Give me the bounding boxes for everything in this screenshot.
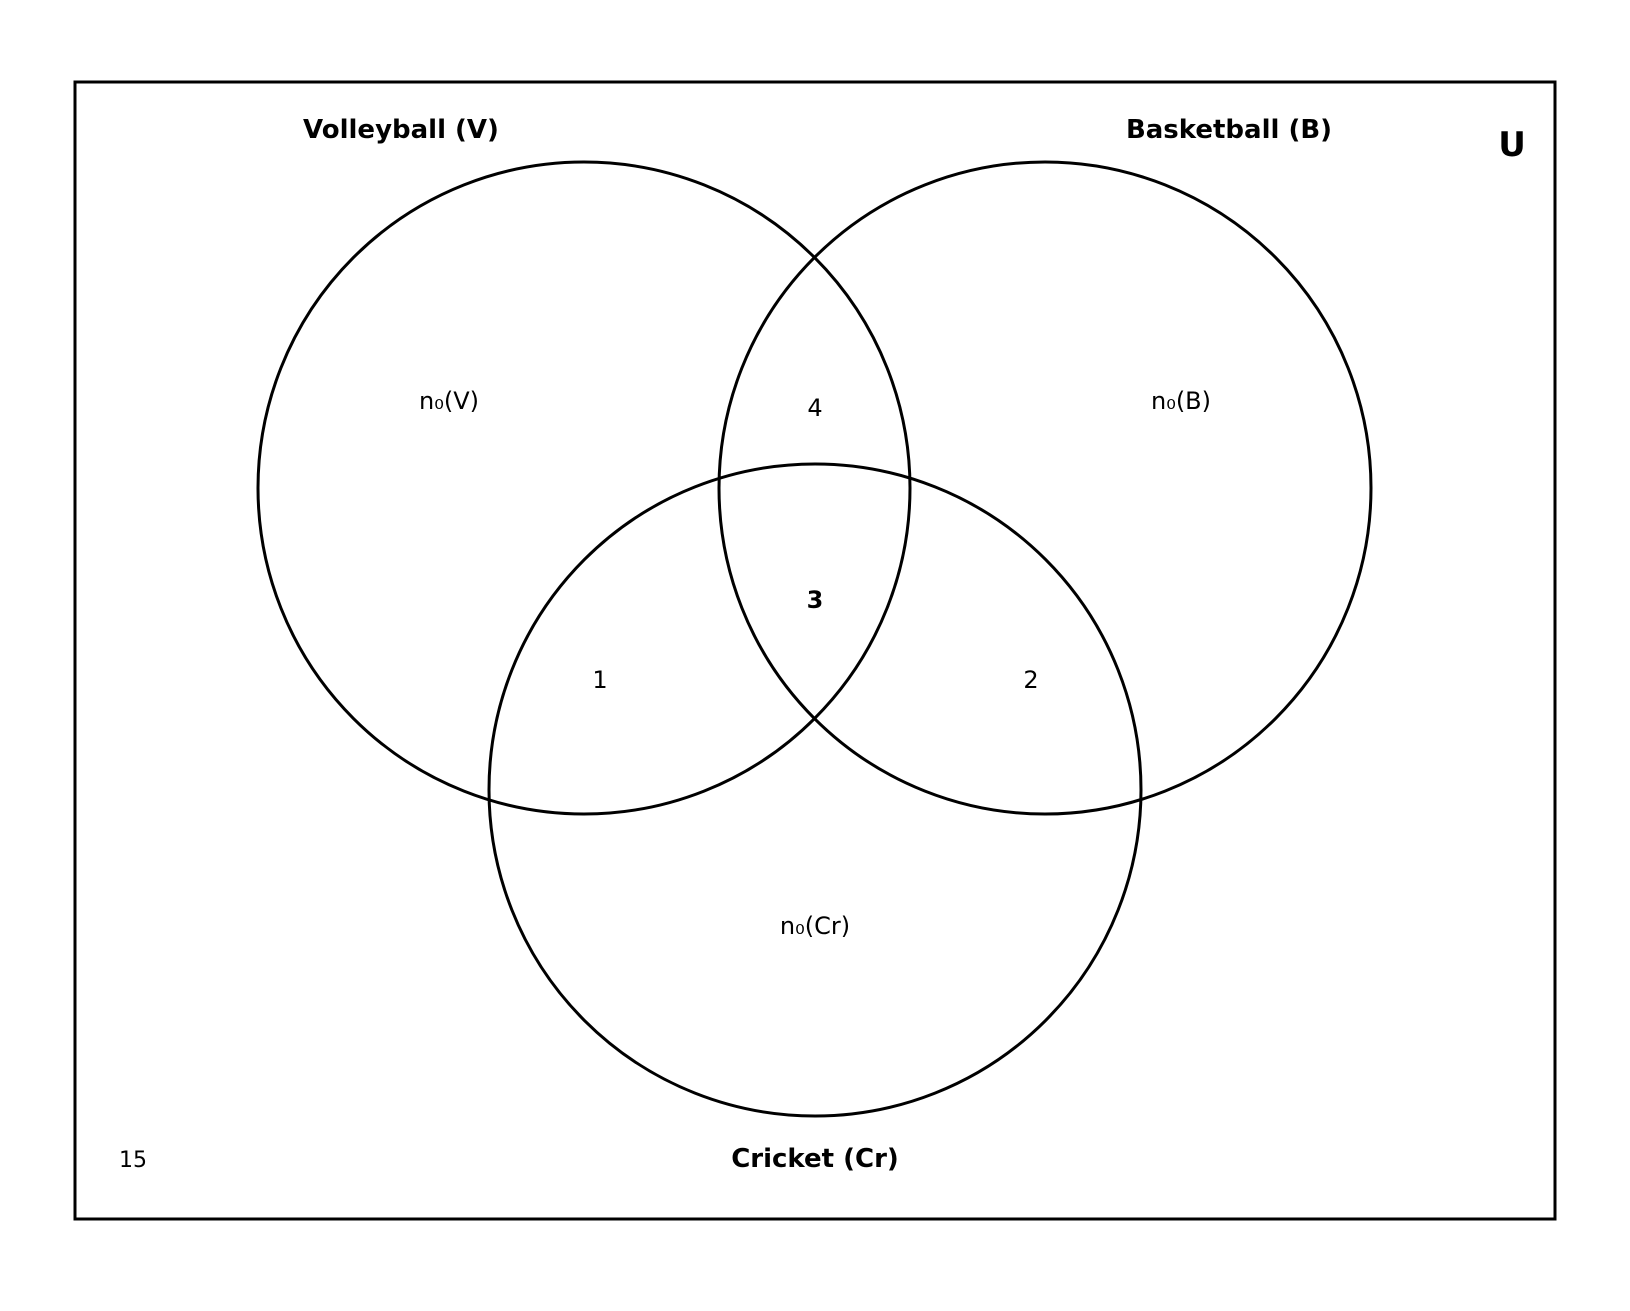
volleyball-title: Volleyball (V) bbox=[303, 115, 499, 145]
region-only-cricket: n₀(Cr) bbox=[780, 912, 850, 940]
region-only-volleyball: n₀(V) bbox=[419, 387, 479, 415]
region-only-basketball: n₀(B) bbox=[1151, 387, 1211, 415]
region-volleyball-basketball: 4 bbox=[807, 394, 822, 422]
region-basketball-cricket: 2 bbox=[1023, 666, 1038, 694]
region-outside-count: 15 bbox=[119, 1148, 147, 1173]
cricket-circle bbox=[487, 462, 1143, 1118]
universe-boundary bbox=[73, 80, 1557, 1221]
region-volleyball-cricket: 1 bbox=[592, 666, 607, 694]
cricket-title: Cricket (Cr) bbox=[731, 1144, 899, 1174]
universe-label: U bbox=[1498, 125, 1526, 165]
region-all-three: 3 bbox=[807, 586, 824, 614]
basketball-title: Basketball (B) bbox=[1126, 115, 1332, 145]
basketball-circle bbox=[717, 160, 1373, 816]
volleyball-circle bbox=[256, 160, 912, 816]
